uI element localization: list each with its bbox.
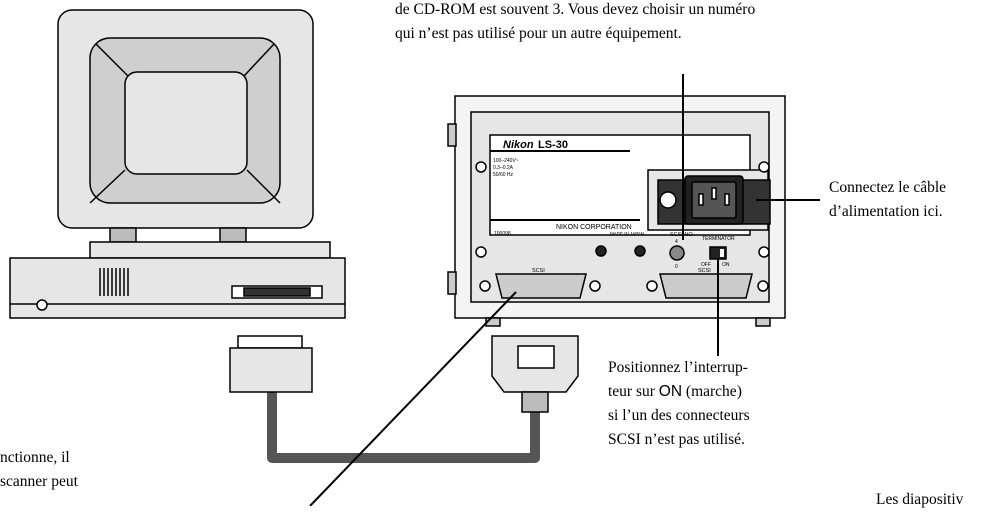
origin-label: MADE IN JAPAN — [610, 231, 644, 236]
brand-logo: Nikon — [503, 139, 534, 151]
scanner-label-text: Nikon LS-30 100–240V~ 0.3–0.2A 50/60 Hz … — [493, 139, 735, 274]
dial-mark-bottom: 0 — [675, 264, 678, 270]
caption-line: si l’un des connecteurs — [608, 407, 750, 424]
scsi-id-caption: de CD-ROM est souvent 3. Vous devez choi… — [395, 0, 755, 46]
caption-line: qui n’est pas utilisé pour un autre équi… — [395, 25, 682, 42]
terminator-label: TERMINATOR — [702, 236, 735, 242]
caption-text: teur sur — [608, 383, 659, 400]
terminator-on-label: ON — [722, 262, 730, 268]
spec-voltage: 100–240V~ — [493, 158, 519, 164]
terminator-caption: Positionnez l’interrup- teur sur ON (mar… — [608, 356, 750, 452]
scanner-rear-panel — [447, 95, 786, 327]
computer — [9, 257, 346, 319]
spec-frequency: 50/60 Hz — [493, 172, 514, 178]
caption-line: Positionnez l’interrup- — [608, 359, 748, 376]
bottom-right-caption: Les diapositiv — [876, 491, 964, 508]
caption-line: SCSI n’est pas utilisé. — [608, 431, 745, 448]
maker-label: NIKON CORPORATION — [556, 224, 632, 231]
caption-line: teur sur ON (marche) — [608, 380, 750, 404]
scsi-port-label-right: SCSI — [698, 268, 711, 274]
terminator-off-label: OFF — [701, 262, 711, 268]
caption-line: de CD-ROM est souvent 3. Vous devez choi… — [395, 1, 756, 18]
on-keyword: ON — [658, 383, 683, 400]
leader-lines — [309, 74, 820, 506]
caption-line: scanner peut — [0, 473, 78, 490]
serial-number: 100098 — [494, 231, 511, 237]
monitor — [57, 9, 331, 259]
scsi-cable — [229, 335, 579, 463]
caption-line: nctionne, il — [0, 449, 70, 466]
spec-current: 0.3–0.2A — [493, 165, 514, 171]
left-caption: nctionne, il scanner peut — [0, 446, 78, 494]
scsi-id-label: SCSI NO — [670, 232, 693, 238]
power-caption: Connectez le câble d’alimentation ici. — [829, 176, 946, 224]
model-name: LS-30 — [538, 139, 568, 151]
caption-line: d’alimentation ici. — [829, 203, 943, 220]
scsi-port-label-left: SCSI — [532, 268, 545, 274]
caption-line: Connectez le câble — [829, 179, 947, 196]
dial-mark-top: 4 — [675, 239, 678, 245]
caption-text: (marche) — [682, 383, 742, 400]
